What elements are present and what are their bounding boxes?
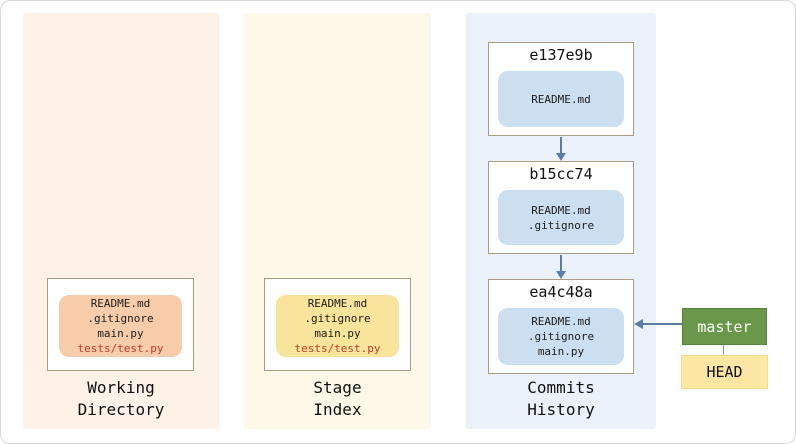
label-line: Stage <box>313 378 362 397</box>
label-line: Commits <box>527 378 595 397</box>
head-badge: HEAD <box>681 355 768 389</box>
commit-box: e137e9b README.md <box>488 42 634 136</box>
commit-box: b15cc74 README.md .gitignore <box>488 161 634 254</box>
commit-file-stack: README.md .gitignore <box>498 190 624 245</box>
commit-box: ea4c48a README.md .gitignore main.py <box>488 279 634 374</box>
file-entry: README.md <box>90 297 151 310</box>
file-entry: README.md <box>531 315 591 328</box>
master-branch-badge: master <box>682 308 767 345</box>
file-entry-untracked: tests/test.py <box>77 342 164 355</box>
commit-hash: e137e9b <box>529 46 593 64</box>
file-entry: .gitignore <box>527 330 595 343</box>
label-line: Directory <box>77 400 165 419</box>
file-entry: README.md <box>531 92 591 106</box>
file-entry: .gitignore <box>87 312 154 325</box>
commit-flow-arrow-icon <box>560 137 562 154</box>
arrow-down-head-icon <box>556 153 566 161</box>
file-entry: .gitignore <box>304 312 371 325</box>
file-entry-untracked: tests/test.py <box>294 342 381 355</box>
commit-hash: b15cc74 <box>529 165 593 183</box>
commit-file-stack: README.md <box>498 71 624 127</box>
commit-file-stack: README.md .gitignore main.py <box>498 308 624 365</box>
branch-pointer-arrow-icon <box>642 323 682 325</box>
arrow-down-head-icon <box>556 271 566 279</box>
label-line: History <box>527 400 595 419</box>
commit-flow-arrow-icon <box>560 255 562 272</box>
file-entry: main.py <box>537 345 585 358</box>
file-entry: .gitignore <box>527 218 595 232</box>
stage-index-file-stack: README.md .gitignore main.py tests/test.… <box>276 295 399 357</box>
working-directory-file-stack: README.md .gitignore main.py tests/test.… <box>59 295 182 357</box>
arrow-left-head-icon <box>634 319 643 329</box>
label-line: Working <box>87 378 155 397</box>
file-entry: main.py <box>314 327 361 340</box>
head-connector-line <box>723 345 724 355</box>
commit-hash: ea4c48a <box>529 283 593 301</box>
label-line: Index <box>313 400 362 419</box>
file-entry: README.md <box>307 297 368 310</box>
file-entry: README.md <box>531 203 591 217</box>
file-entry: main.py <box>97 327 144 340</box>
